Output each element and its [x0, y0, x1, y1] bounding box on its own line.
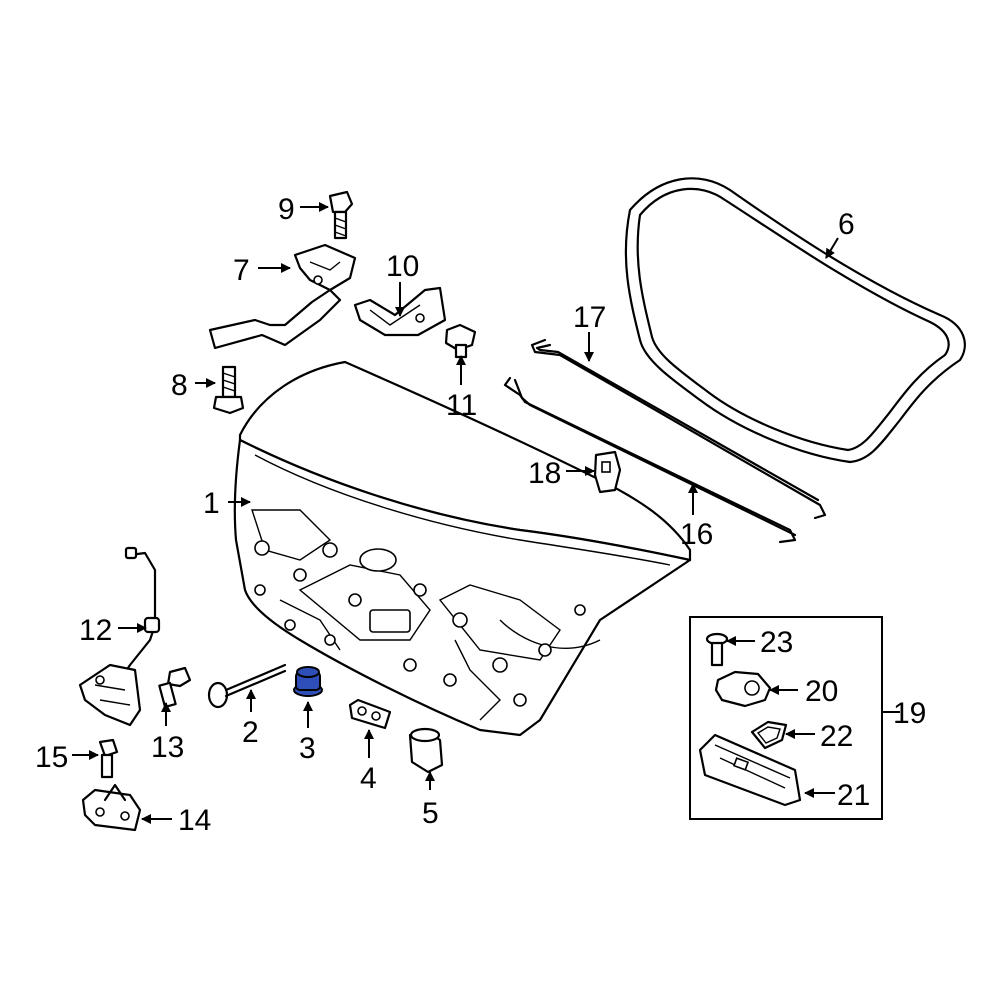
callout-6: 6: [838, 208, 855, 241]
callout-22: 22: [820, 720, 853, 753]
bolt-part[interactable]: [328, 190, 354, 240]
callout-12: 12: [79, 614, 112, 647]
callout-labels: 1 2 3 4 5 6 7 8 9 10 11 12 13 14 15 16 1…: [35, 193, 926, 837]
grommet-part[interactable]: [348, 698, 392, 730]
callout-1: 1: [203, 487, 220, 520]
clip-part[interactable]: [593, 450, 622, 494]
callout-21: 21: [837, 779, 870, 812]
screw-part-23[interactable]: [705, 632, 729, 667]
callout-11: 11: [446, 389, 477, 422]
bumper-stop-part[interactable]: [408, 727, 444, 774]
callout-18: 18: [528, 457, 561, 490]
callout-20: 20: [805, 675, 838, 708]
callout-9: 9: [278, 193, 295, 226]
callout-3: 3: [299, 732, 316, 765]
rod-part-2[interactable]: [207, 663, 287, 709]
callout-14: 14: [178, 804, 211, 837]
release-cable-part[interactable]: [118, 546, 161, 682]
callout-17: 17: [573, 301, 606, 334]
bolt-part-11[interactable]: [444, 323, 477, 359]
license-lamp-part-21[interactable]: [698, 733, 802, 807]
bolt-part-13[interactable]: [158, 666, 192, 709]
callout-7: 7: [233, 254, 250, 287]
callout-16: 16: [680, 518, 713, 551]
bolt-part-8[interactable]: [212, 365, 245, 415]
bolt-part-15[interactable]: [98, 738, 119, 779]
callout-4: 4: [360, 762, 377, 795]
callout-13: 13: [151, 731, 184, 764]
callout-10: 10: [386, 250, 419, 283]
trunk-lid-part[interactable]: [233, 360, 692, 737]
callout-23: 23: [760, 626, 793, 659]
inset-box: [689, 616, 900, 820]
torsion-rod-part-17[interactable]: [530, 338, 827, 520]
callout-15: 15: [35, 741, 68, 774]
callout-2: 2: [242, 716, 259, 749]
socket-part-20[interactable]: [714, 670, 772, 708]
bumper-part-highlighted[interactable]: [293, 666, 323, 697]
callout-8: 8: [171, 369, 188, 402]
gasket-part-22[interactable]: [750, 720, 788, 750]
latch-part[interactable]: [78, 663, 142, 727]
striker-part[interactable]: [81, 783, 142, 832]
torsion-rod-part-16[interactable]: [503, 376, 797, 544]
hinge-part[interactable]: [208, 243, 357, 350]
weatherstrip-seal-part[interactable]: [624, 177, 966, 464]
callout-5: 5: [422, 797, 439, 830]
callout-19: 19: [893, 697, 926, 730]
leader-lines: [72, 202, 839, 824]
